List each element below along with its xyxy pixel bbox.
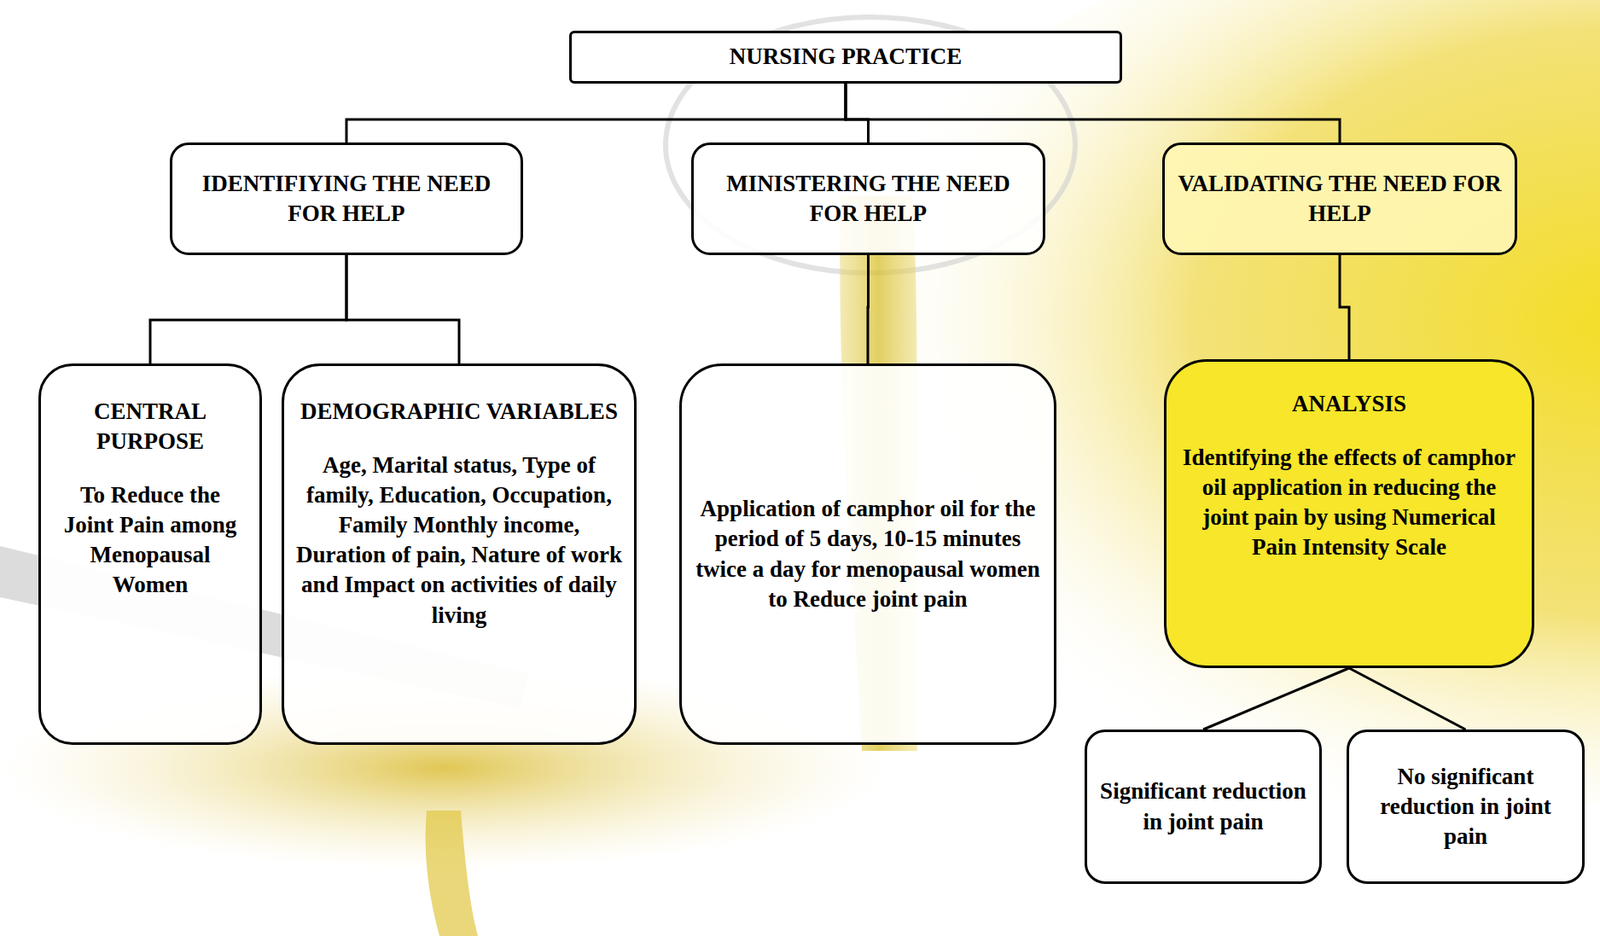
body-text: Age, Marital status, Type of family, Edu… <box>296 450 623 631</box>
heading-text: CENTRAL PURPOSE <box>52 396 248 457</box>
outcome-box: No significant reduction in joint pain <box>1346 729 1585 885</box>
body-text: Identifying the effects of camphor oil a… <box>1178 442 1520 563</box>
connector-line <box>845 83 1340 143</box>
variables-box: DEMOGRAPHIC VARIABLES Age, Marital status… <box>281 363 637 745</box>
body-text: NURSING PRACTICE <box>729 41 962 72</box>
body-text: Significant reduction in joint pain <box>1099 776 1308 837</box>
purpose-box: CENTRAL PURPOSE To Reduce the Joint Pain … <box>38 363 262 745</box>
body-text: To Reduce the Joint Pain among Menopausa… <box>52 480 248 600</box>
connector-line <box>1203 668 1350 730</box>
body-text: No significant reduction in joint pain <box>1361 762 1571 852</box>
body-text: Application of camphor oil for the perio… <box>693 494 1042 614</box>
heading-text: ANALYSIS <box>1291 389 1407 419</box>
heading-text: DEMOGRAPHIC VARIABLES <box>300 396 618 427</box>
phase-box: MINISTERING THE NEED FOR HELP <box>691 142 1046 256</box>
phase-box: IDENTIFIYING THE NEED FOR HELP <box>169 142 524 256</box>
connector-line <box>1339 255 1350 360</box>
phase-box: VALIDATING THE NEED FOR HELP <box>1162 142 1518 256</box>
root-box: NURSING PRACTICE <box>569 30 1123 84</box>
oil-drip <box>425 810 478 936</box>
connector-line <box>866 255 871 364</box>
connector-line <box>150 255 347 364</box>
body-text: VALIDATING THE NEED FOR HELP <box>1176 168 1503 229</box>
body-text: IDENTIFIYING THE NEED FOR HELP <box>184 168 509 229</box>
outcome-box: Significant reduction in joint pain <box>1084 729 1322 885</box>
connector-line <box>845 83 869 143</box>
connector-line <box>346 255 460 364</box>
connector-line <box>346 83 846 143</box>
analysis-box: ANALYSIS Identifying the effects of camph… <box>1163 359 1535 669</box>
connector-line <box>1349 668 1467 730</box>
body-text: MINISTERING THE NEED FOR HELP <box>705 168 1031 229</box>
intervention-box: Application of camphor oil for the perio… <box>679 363 1057 745</box>
